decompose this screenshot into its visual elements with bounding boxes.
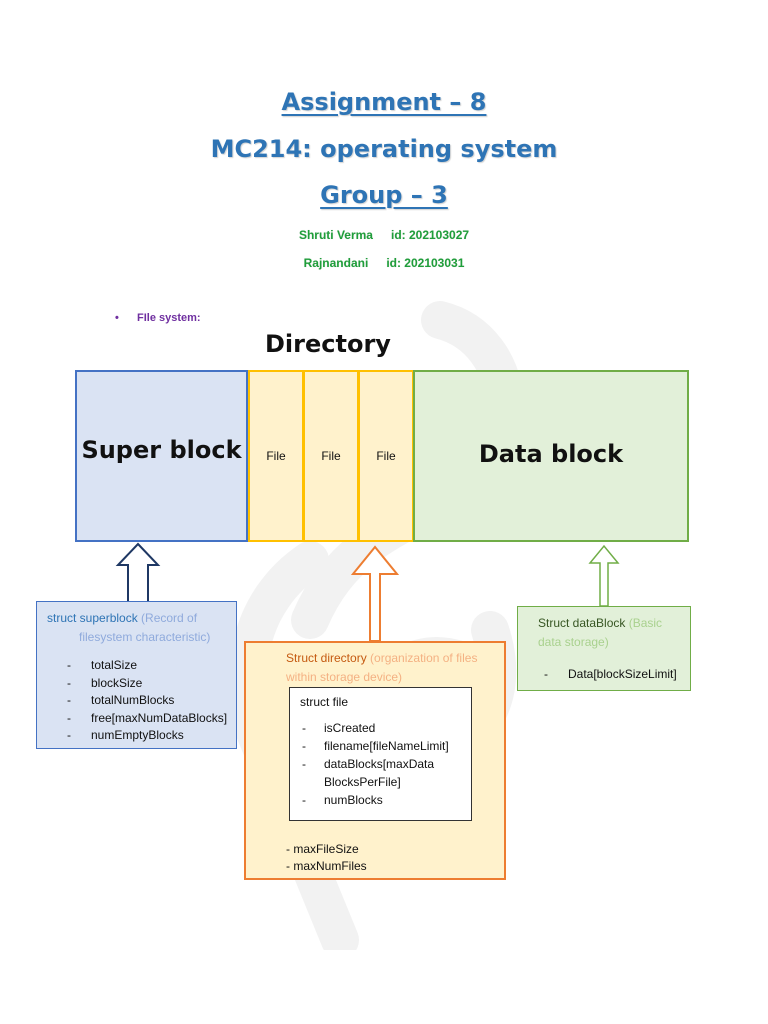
file-label: File — [266, 449, 286, 463]
superblock-struct-title: struct superblock — [47, 611, 138, 625]
datablock-arrow — [588, 544, 620, 607]
file-field-list: isCreated filename[fileNameLimit] dataBl… — [300, 719, 461, 809]
directory-label: Directory — [265, 330, 391, 358]
datablock-struct-card: Struct dataBlock (Basic data storage) Da… — [517, 606, 691, 691]
superblock-struct-card: struct superblock (Record of filesystem … — [36, 601, 237, 749]
directory-extra-fields: - maxFileSize - maxNumFiles — [286, 841, 367, 875]
datablock-struct-desc: (Basic data storage) — [538, 616, 663, 649]
list-item: isCreated — [300, 719, 461, 737]
superblock-struct-heading: struct superblock (Record of filesystem … — [47, 609, 226, 647]
list-item: numEmptyBlocks — [47, 727, 226, 745]
list-item: free[maxNumDataBlocks] — [47, 710, 227, 728]
directory-arrow — [350, 545, 400, 642]
file-slot: File — [358, 370, 414, 542]
list-item: - maxNumFiles — [286, 859, 367, 873]
file-label: File — [376, 449, 396, 463]
file-slot: File — [303, 370, 359, 542]
file-struct-title: struct file — [300, 695, 349, 709]
super-block-label: Super block — [81, 436, 242, 464]
list-item: filename[fileNameLimit] — [300, 737, 461, 755]
data-block-label: Data block — [478, 440, 624, 468]
file-slot: File — [248, 370, 304, 542]
file-struct-card: struct file isCreated filename[fileNameL… — [289, 687, 472, 821]
section-heading-text: FIle system: — [137, 312, 201, 324]
directory-struct-title: Struct directory — [286, 651, 367, 665]
list-item: - maxFileSize — [286, 842, 359, 856]
list-item: numBlocks — [300, 791, 461, 809]
course-title: MC214: operating system — [210, 135, 558, 163]
assignment-title: Assignment – 8 — [281, 88, 487, 116]
super-block-region: Super block — [75, 370, 248, 542]
directory-struct-desc: (organization of files within storage de… — [286, 651, 478, 684]
superblock-field-list: totalSize blockSize totalNumBlocks free[… — [47, 657, 227, 745]
list-item: blockSize — [47, 675, 226, 693]
datablock-struct-heading: Struct dataBlock (Basic data storage) — [528, 614, 680, 652]
list-item: Data[blockSizeLimit] — [528, 666, 680, 684]
datablock-field-list: Data[blockSizeLimit] — [528, 666, 680, 684]
bullet-glyph: • — [115, 312, 119, 324]
directory-struct-card: Struct directory (organization of files … — [244, 641, 506, 880]
directory-struct-heading: Struct directory (organization of files … — [286, 649, 494, 687]
member-name: Rajnandani — [303, 256, 369, 270]
list-item: dataBlocks[maxData BlocksPerFile] — [300, 755, 461, 791]
file-label: File — [321, 449, 341, 463]
list-item: totalNumBlocks — [47, 692, 226, 710]
superblock-struct-desc: (Record of — [141, 611, 198, 625]
list-item: totalSize — [47, 657, 226, 675]
section-heading: • FIle system: — [115, 312, 201, 324]
member-id: id: 202103031 — [386, 256, 465, 270]
member-row: Shruti Verma id: 202103027 — [0, 228, 768, 242]
superblock-arrow — [115, 542, 161, 603]
data-block-region: Data block — [413, 370, 689, 542]
group-title: Group – 3 — [320, 181, 448, 209]
member-id: id: 202103027 — [390, 228, 470, 242]
datablock-struct-title: Struct dataBlock — [538, 616, 626, 630]
member-row: Rajnandani id: 202103031 — [0, 256, 768, 270]
member-name: Shruti Verma — [298, 228, 373, 242]
superblock-struct-desc: filesystem characteristic) — [79, 630, 211, 644]
